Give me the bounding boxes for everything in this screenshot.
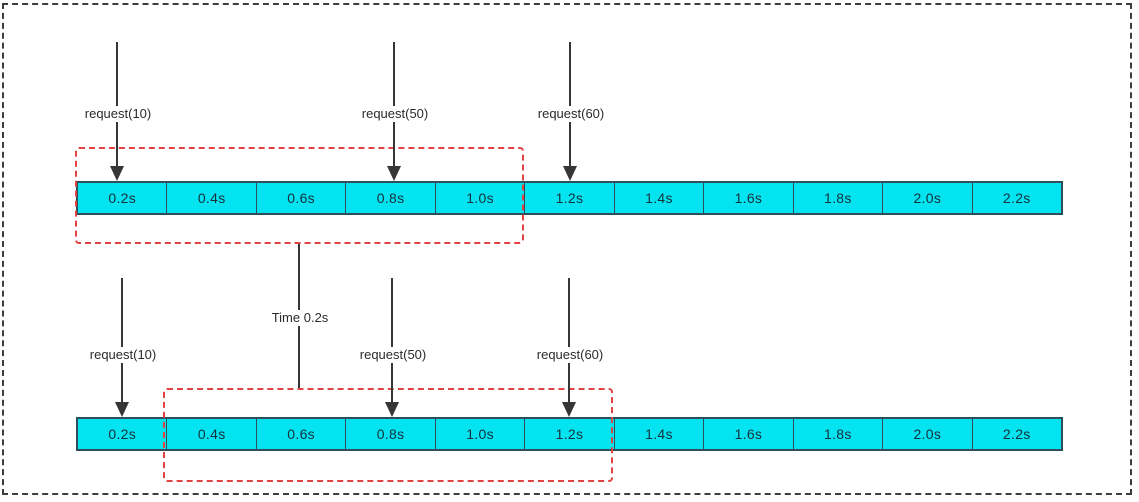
timeline-cell: 1.4s [613,183,703,213]
request-label: request(50) [358,106,432,122]
arrow-down-icon [385,402,399,417]
request-label: request(50) [356,347,430,363]
timeline-cell: 1.0s [434,183,524,213]
outer-dashed-border [2,3,1132,495]
timeline-cell: 0.4s [166,183,255,213]
sliding-window-highlight-bottom [163,388,613,482]
request-arrow-shaft [121,278,123,402]
timeline-cell: 0.6s [255,183,345,213]
arrow-down-icon [563,166,577,181]
timeline-top: 0.2s 0.4s 0.6s 0.8s 1.0s 1.2s 1.4s 1.6s … [76,181,1063,215]
sliding-window-highlight-top [75,147,524,244]
timeline-cell: 1.4s [613,419,703,449]
timeline-cell: 0.8s [345,419,434,449]
timeline-cell: 0.4s [166,419,255,449]
timeline-cell: 0.2s [108,190,137,206]
request-arrow-shaft [116,42,118,166]
timeline-bottom: 0.2s 0.4s 0.6s 0.8s 1.0s 1.2s 1.4s 1.6s … [76,417,1063,451]
request-arrow-shaft [391,278,393,402]
request-arrow-shaft [393,42,395,166]
request-arrow-shaft [569,42,571,166]
timeline-cell: 2.2s [971,183,1061,213]
request-label: request(10) [81,106,155,122]
timeline-cell: 1.2s [524,419,613,449]
request-arrow-shaft [568,278,570,402]
timeline-cell: 0.8s [345,183,434,213]
timeline-cell: 0.2s [108,426,137,442]
arrow-down-icon [110,166,124,181]
timeline-cell: 2.0s [882,183,971,213]
timeline-cell: 1.0s [434,419,524,449]
time-shift-label: Time 0.2s [268,310,332,326]
request-label: request(60) [534,106,608,122]
timeline-cell: 1.2s [524,183,613,213]
timeline-cell: 1.8s [792,183,882,213]
arrow-down-icon [562,402,576,417]
arrow-down-icon [387,166,401,181]
timeline-cell: 2.2s [971,419,1061,449]
request-label: request(10) [86,347,160,363]
timeline-cell: 0.6s [255,419,345,449]
request-label: request(60) [533,347,607,363]
arrow-down-icon [115,402,129,417]
timeline-cell: 2.0s [882,419,971,449]
timeline-cell: 1.6s [703,183,792,213]
timeline-cell: 1.8s [792,419,882,449]
timeline-cell: 1.6s [703,419,792,449]
